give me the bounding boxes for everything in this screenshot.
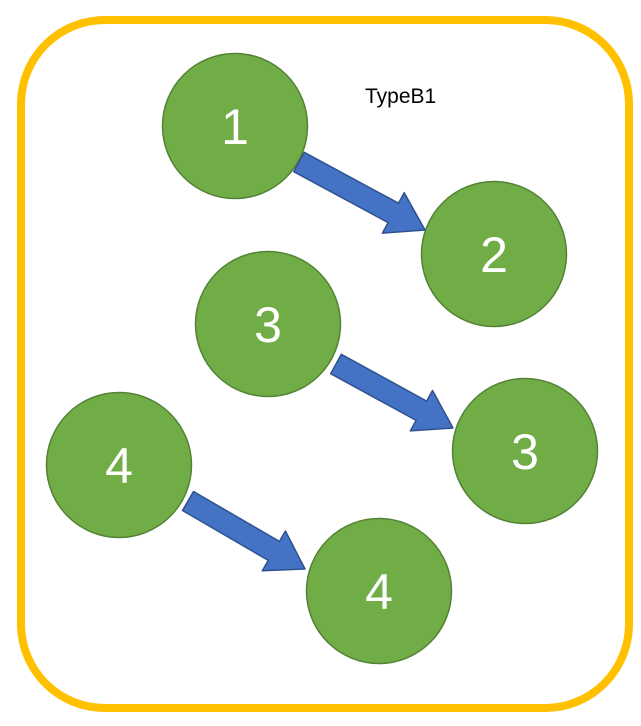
- node-circle: [45, 391, 193, 539]
- node-label: 4: [105, 438, 133, 494]
- rounded-border-frame: [17, 16, 633, 712]
- node-label: 3: [511, 424, 539, 480]
- node-circle: [420, 180, 568, 328]
- arrow-connector-n3-n4: [329, 353, 454, 432]
- node-label: 1: [221, 99, 249, 155]
- diagram-node-n6: 4: [305, 517, 453, 665]
- arrow-connector-n5-n6: [181, 490, 306, 572]
- diagram-node-n5: 4: [45, 391, 193, 539]
- node-circle: [161, 52, 309, 200]
- node-circle: [194, 250, 342, 398]
- diagram-node-n2: 2: [420, 180, 568, 328]
- node-label: 3: [254, 297, 282, 353]
- arrow-connector-n1-n2: [293, 151, 426, 234]
- diagram-title: TypeB1: [365, 85, 437, 108]
- node-label: 4: [365, 564, 393, 620]
- diagram-node-n1: 1: [161, 52, 309, 200]
- node-label: 2: [480, 227, 508, 283]
- node-circle: [305, 517, 453, 665]
- node-circle: [451, 377, 599, 525]
- diagram-node-n3: 3: [194, 250, 342, 398]
- diagram-node-n4: 3: [451, 377, 599, 525]
